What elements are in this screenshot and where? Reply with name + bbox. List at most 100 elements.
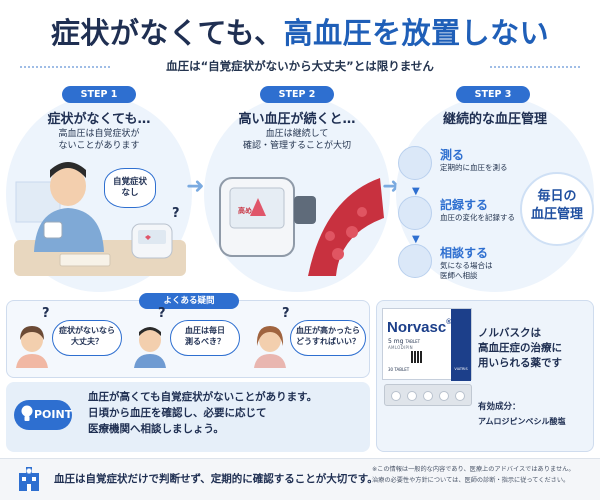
subtitle: 血圧は“自覚症状がないから大丈夫”とは限りません	[166, 59, 434, 73]
woman-avatar	[254, 326, 286, 368]
step3-item-consult: 相談する 気になる場合は 医師へ相談	[398, 244, 518, 288]
pill	[407, 391, 417, 401]
step1-text: 高血圧は自覚症状が ないことがあります	[10, 128, 188, 152]
question-mark: ?	[172, 206, 180, 221]
ingredient-label: 有効成分：	[478, 402, 521, 412]
step3-item-text: 定期的に血圧を測る	[440, 163, 508, 172]
faq-question: 血圧は毎日 測るべき？	[170, 320, 240, 356]
man-avatar	[134, 327, 166, 368]
qr-code-icon	[411, 351, 423, 363]
faq-question-mark: ?	[158, 306, 166, 321]
disclaimer-line2: 治療の必要性や方針については、医師の診断・指示に従ってください。	[372, 476, 570, 484]
blister-pack	[384, 384, 472, 406]
step3-arrow-1: ▼	[412, 186, 420, 197]
monitor-readout: 高め	[238, 207, 252, 215]
blood-pressure-monitor-icon	[398, 146, 432, 180]
step3-arrow-2: ▼	[412, 234, 420, 245]
footer-message: 血圧は自覚症状だけで判断せず、定期的に確認することが大切です。	[54, 473, 378, 485]
step2-text-line1: 血圧は継続して	[265, 129, 329, 139]
faq-question: 症状がないなら 大丈夫？	[52, 320, 122, 356]
step3-item-title: 相談する	[440, 246, 489, 260]
pill	[391, 391, 401, 401]
dose-value: 5 mg	[388, 338, 404, 345]
step3-item-text: 血圧の変化を記録する	[440, 213, 515, 222]
registered-mark: ®	[446, 319, 452, 326]
woman-avatar	[16, 326, 48, 368]
record-notebook-icon	[398, 196, 432, 230]
dose-label: 5 mg TABLET	[388, 338, 420, 345]
step1-text-line1: 高血圧は自覚症状が	[58, 129, 140, 139]
pill	[423, 391, 433, 401]
step-arrow-2: ➜	[382, 174, 401, 199]
daily-badge-line1: 毎日の	[537, 189, 577, 204]
tablet-count: 30 TABLET	[388, 367, 410, 372]
faq-q-line2: どうすればいい？	[296, 336, 360, 346]
consult-text-line1: 気になる場合は	[440, 261, 493, 270]
step3-item-title: 記録する	[440, 198, 489, 212]
step2-text-line2: 確認・管理することが大切	[242, 141, 351, 152]
doctor-icon	[398, 244, 432, 278]
subtitle-left-divider	[20, 66, 110, 68]
step3-item-measure: 測る 定期的に血圧を測る	[398, 146, 518, 190]
no-symptoms-bubble: 自覚症状 なし	[104, 168, 156, 208]
step1-illustration	[14, 162, 186, 276]
step2-title: 高い血圧が続くと…	[238, 112, 356, 127]
drug-description: ノルバスクは 高血圧症の治療に 用いられる薬です	[478, 326, 590, 372]
step1-text-line2: ないことがあります	[58, 141, 140, 152]
manufacturer-name: VIATRIS	[454, 367, 468, 371]
step2-text: 血圧は継続して 確認・管理することが大切	[208, 128, 386, 152]
blood-vessel-icon	[308, 178, 384, 276]
box-side-band	[451, 309, 471, 381]
step3-item-record: 記録する 血圧の変化を記録する	[398, 196, 518, 240]
consult-text-line2: 医師へ相談	[440, 271, 478, 281]
hospital-icon	[19, 467, 39, 491]
blood-pressure-monitor-icon	[131, 223, 173, 259]
title-part-1: 症状がなくても、	[50, 16, 284, 50]
step-arrow-1: ➜	[186, 174, 205, 199]
man-figure	[34, 162, 104, 252]
faq-q-line1: 血圧は毎日	[185, 326, 225, 335]
brand-text: Norvasc	[387, 319, 447, 336]
step1-title: 症状がなくても…	[47, 112, 151, 127]
faq-q-line2: 大丈夫？	[71, 336, 103, 346]
brand-name: Norvasc®	[387, 319, 451, 336]
step3-item-text: 気になる場合は 医師へ相談	[440, 261, 493, 281]
page-title: 症状がなくても、高血圧を放置しない	[0, 10, 600, 52]
generic-name: AMLODIPIN	[388, 345, 413, 350]
faq-question: 血圧が高かったら どうすればいい？	[290, 320, 366, 356]
ingredient-name: アムロジピンベシル酸塩	[478, 417, 566, 426]
daily-badge-line2: 血圧管理	[530, 206, 583, 222]
blood-pressure-monitor-icon	[219, 177, 316, 257]
step3-item-title: 測る	[440, 148, 465, 162]
point-line1: 血圧が高くても自覚症状がないことがあります。	[88, 391, 318, 403]
book-shape	[59, 253, 111, 267]
lightbulb-icon	[21, 405, 33, 421]
point-line3: 医療機関へ相談しましょう。	[88, 422, 224, 435]
step1-badge: STEP 1	[62, 86, 136, 103]
point-line2: 日頃から血圧を確認し、必要に応じて	[88, 406, 267, 419]
subtitle-right-divider	[490, 66, 580, 68]
dose-form: TABLET	[405, 339, 421, 344]
footer: 血圧は自覚症状だけで判断せず、定期的に確認することが大切です。 ※この情報は一般…	[0, 458, 600, 500]
pill	[455, 391, 465, 401]
footer-disclaimer: ※この情報は一般的な内容であり、医療上のアドバイスではありません。 治療の必要性…	[372, 465, 598, 486]
daily-management-badge: 毎日の 血圧管理	[520, 172, 594, 246]
step3-title: 継続的な血圧管理	[442, 112, 547, 127]
faq-question-mark: ?	[42, 306, 50, 321]
drug-desc-line1: ノルバスクは	[478, 327, 541, 339]
faq-q-line2: 測るべき？	[185, 336, 225, 346]
faq-q-line1: 症状がないなら	[59, 326, 115, 335]
pill	[439, 391, 449, 401]
faq-label: よくある疑問	[139, 293, 239, 309]
title-part-2: 高血圧を放置しない	[283, 16, 550, 50]
drug-desc-line2: 高血圧症の治療に	[478, 342, 562, 355]
step3-badge: STEP 3	[456, 86, 530, 103]
medicine-box: Norvasc® 5 mg TABLET AMLODIPIN 30 TABLET…	[382, 308, 472, 381]
bubble-line1: 自覚症状	[112, 177, 147, 187]
step2-badge: STEP 2	[260, 86, 334, 103]
disclaimer-line1: ※この情報は一般的な内容であり、医療上のアドバイスではありません。	[372, 466, 575, 473]
point-panel: POINT 血圧が高くても自覚症状がないことがあります。 日頃から血圧を確認し、…	[6, 382, 370, 452]
faq-q-line1: 血圧が高かったら	[296, 326, 360, 335]
drug-desc-line3: 用いられる薬です	[478, 357, 562, 370]
subtitle-row: 血圧は“自覚症状がないから大丈夫”とは限りません	[20, 58, 580, 74]
